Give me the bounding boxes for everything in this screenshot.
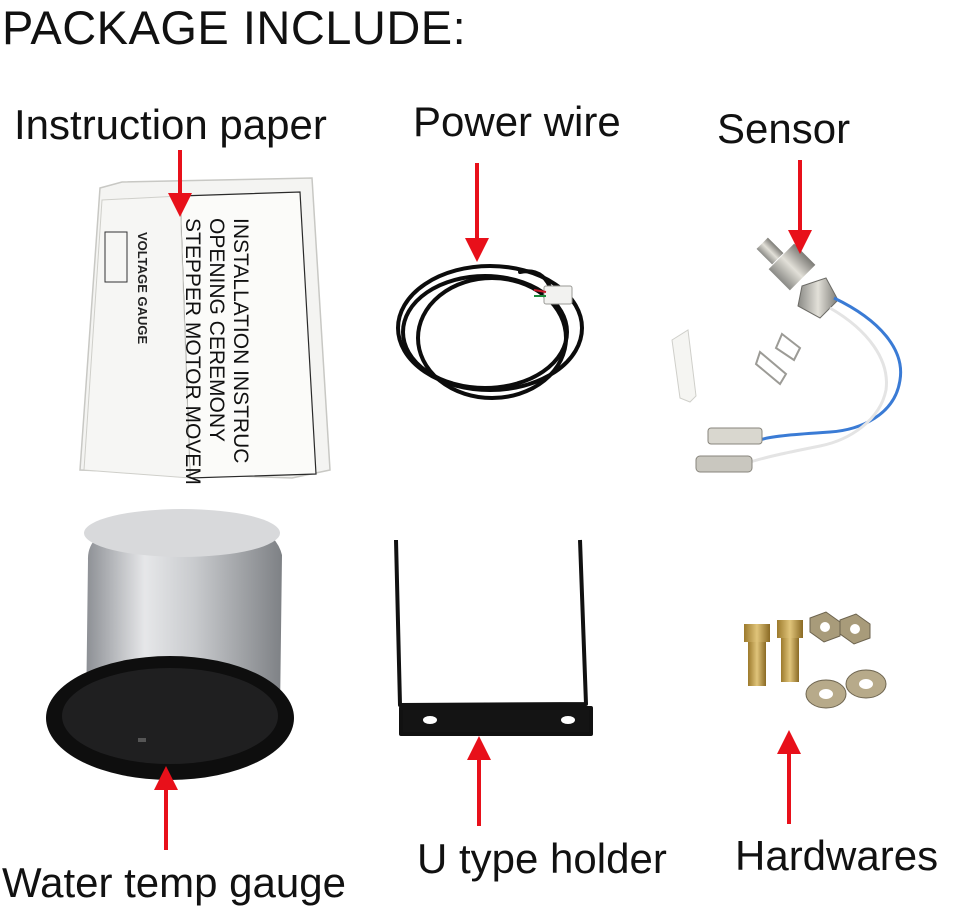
page-title: PACKAGE INCLUDE: [2, 1, 467, 54]
label-u-type-holder: U type holder [417, 835, 667, 882]
label-instruction-paper: Instruction paper [14, 101, 327, 148]
label-water-temp-gauge: Water temp gauge [2, 859, 346, 906]
paper-heading-line3: STEPPER MOTOR MOVEM [181, 218, 204, 485]
label-hardwares: Hardwares [735, 832, 939, 879]
instruction-paper: INSTALLATION INSTRUC OPENING CEREMONY ST… [79, 177, 331, 485]
label-sensor: Sensor [717, 105, 851, 152]
wire-connector [533, 285, 573, 305]
power-wire [396, 264, 584, 400]
paper-side-text: VOLTAGE GAUGE [135, 232, 150, 345]
paper-heading-line2: OPENING CEREMONY [205, 218, 228, 442]
hardwares [744, 611, 887, 709]
u-type-holder [394, 539, 593, 736]
water-temp-gauge [46, 509, 294, 780]
paper-heading-line1: INSTALLATION INSTRUC [229, 218, 252, 463]
label-power-wire: Power wire [413, 98, 621, 145]
sensor [671, 237, 903, 473]
